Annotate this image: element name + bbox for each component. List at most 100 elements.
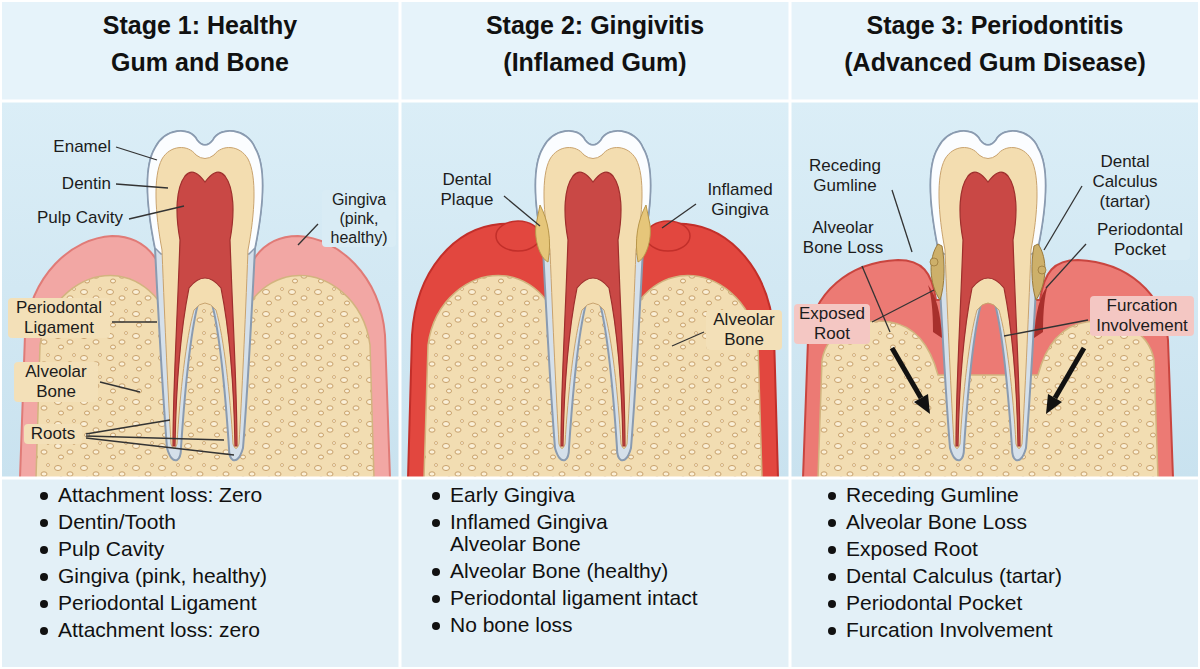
plaque (536, 205, 550, 262)
part-label: Alveolar Bone (706, 310, 782, 350)
bullet-dot (828, 492, 836, 500)
bone-loss-arrowhead (1046, 394, 1062, 414)
bullet-text: Pulp Cavity (58, 538, 164, 560)
bullet-dot (432, 595, 440, 603)
calculus (931, 244, 944, 300)
leader-line (116, 147, 157, 160)
bullet-dot (40, 492, 48, 500)
bullet-text: Alveolar Bone (healthy) (450, 560, 668, 582)
bullet-item: Pulp Cavity (40, 538, 392, 560)
calculus (1038, 266, 1046, 274)
leader-line (1004, 320, 1088, 336)
panel-title: Stage 3: Periodontitis (Advanced Gum Dis… (830, 7, 1160, 81)
bullet-text: No bone loss (450, 614, 573, 636)
bullet-item: No bone loss (432, 614, 782, 636)
bullet-text: Dental Calculus (tartar) (846, 565, 1062, 587)
bone-loss-arrow (1055, 348, 1084, 398)
bullet-dot (432, 622, 440, 630)
bullet-dot (40, 546, 48, 554)
illustration-band (0, 100, 1200, 478)
bullet-dot (828, 627, 836, 635)
bullet-item: Exposed Root (828, 538, 1192, 560)
leader-line (872, 290, 934, 322)
leader-line (672, 332, 704, 346)
leader-line (86, 420, 170, 434)
bullet-dot (432, 568, 440, 576)
bullet-dot (432, 492, 440, 500)
bone-loss-arrow (892, 348, 921, 398)
bullet-text: Receding Gumline (846, 484, 1019, 506)
bullet-text: Furcation Involvement (846, 619, 1053, 641)
bullet-dot (40, 573, 48, 581)
leader-line (298, 224, 318, 245)
part-label: Alveolar Bone Loss (796, 218, 890, 258)
bullet-text: Dentin/Tooth (58, 511, 176, 533)
part-label: Exposed Root (794, 304, 870, 344)
swollen-gum (646, 221, 690, 251)
bullet-item: Inflamed Gingiva Alveolar Bone (432, 511, 782, 555)
leader-lines (86, 147, 1088, 455)
part-label: Receding Gumline (800, 156, 890, 196)
part-label: Pulp Cavity (14, 208, 126, 228)
part-label: Periodontal Pocket (1090, 220, 1190, 260)
bullet-item: Periodontal ligament intact (432, 587, 782, 609)
panel-title: Stage 2: Gingivitis (Inflamed Gum) (465, 7, 725, 81)
part-label: Gingiva (pink, healthy) (322, 190, 396, 247)
part-label: Dental Plaque (432, 170, 502, 210)
bullet-text: Attachment loss: zero (58, 619, 260, 641)
bone-loss-arrowhead (914, 394, 930, 414)
bullet-text: Periodontal ligament intact (450, 587, 697, 609)
bullet-text: Inflamed Gingiva Alveolar Bone (450, 511, 650, 555)
separator (0, 477, 1200, 480)
bullet-item: Gingiva (pink, healthy) (40, 565, 392, 587)
leader-line (100, 382, 140, 392)
bullet-dot (828, 519, 836, 527)
leader-line (1046, 244, 1086, 288)
bullet-text: Alveolar Bone Loss (846, 511, 1027, 533)
alveolar-bone (818, 321, 1158, 478)
bullet-list: Early GingivaInflamed Gingiva Alveolar B… (432, 484, 782, 641)
bullet-text: Attachment loss: Zero (58, 484, 262, 506)
bullet-dot (828, 546, 836, 554)
leader-line (112, 321, 157, 322)
leader-line (892, 190, 912, 252)
bullet-item: Furcation Involvement (828, 619, 1192, 641)
separator (0, 100, 1200, 103)
part-label: Periodontal Ligament (8, 298, 110, 338)
part-label: Dentin (40, 174, 114, 194)
header-band (0, 0, 400, 100)
part-label: Roots (24, 424, 82, 444)
part-label: Enamel (40, 137, 114, 157)
notes-band (0, 478, 1200, 669)
bullet-item: Dental Calculus (tartar) (828, 565, 1192, 587)
bullet-dot (828, 600, 836, 608)
tooth (147, 131, 262, 460)
header-band (400, 0, 790, 100)
leader-line (86, 436, 224, 440)
alveolar-bone (424, 276, 762, 478)
leader-line (1044, 186, 1082, 250)
bullet-item: Periodontal Pocket (828, 592, 1192, 614)
leader-line (662, 204, 696, 228)
bullet-dot (40, 600, 48, 608)
bullet-item: Receding Gumline (828, 484, 1192, 506)
bullet-text: Periodontal Ligament (58, 592, 256, 614)
bullet-item: Alveolar Bone Loss (828, 511, 1192, 533)
bullet-dot (828, 573, 836, 581)
leader-line (129, 206, 184, 219)
part-label: Alveolar Bone (14, 362, 98, 402)
leader-line (504, 196, 540, 226)
bullet-item: Attachment loss: Zero (40, 484, 392, 506)
plaque (636, 205, 650, 262)
calculus (930, 258, 938, 266)
tooth (930, 131, 1045, 460)
bullet-item: Attachment loss: zero (40, 619, 392, 641)
bullet-list: Attachment loss: ZeroDentin/ToothPulp Ca… (40, 484, 392, 646)
header-band (790, 0, 1200, 100)
bullet-item: Periodontal Ligament (40, 592, 392, 614)
bullet-dot (40, 519, 48, 527)
